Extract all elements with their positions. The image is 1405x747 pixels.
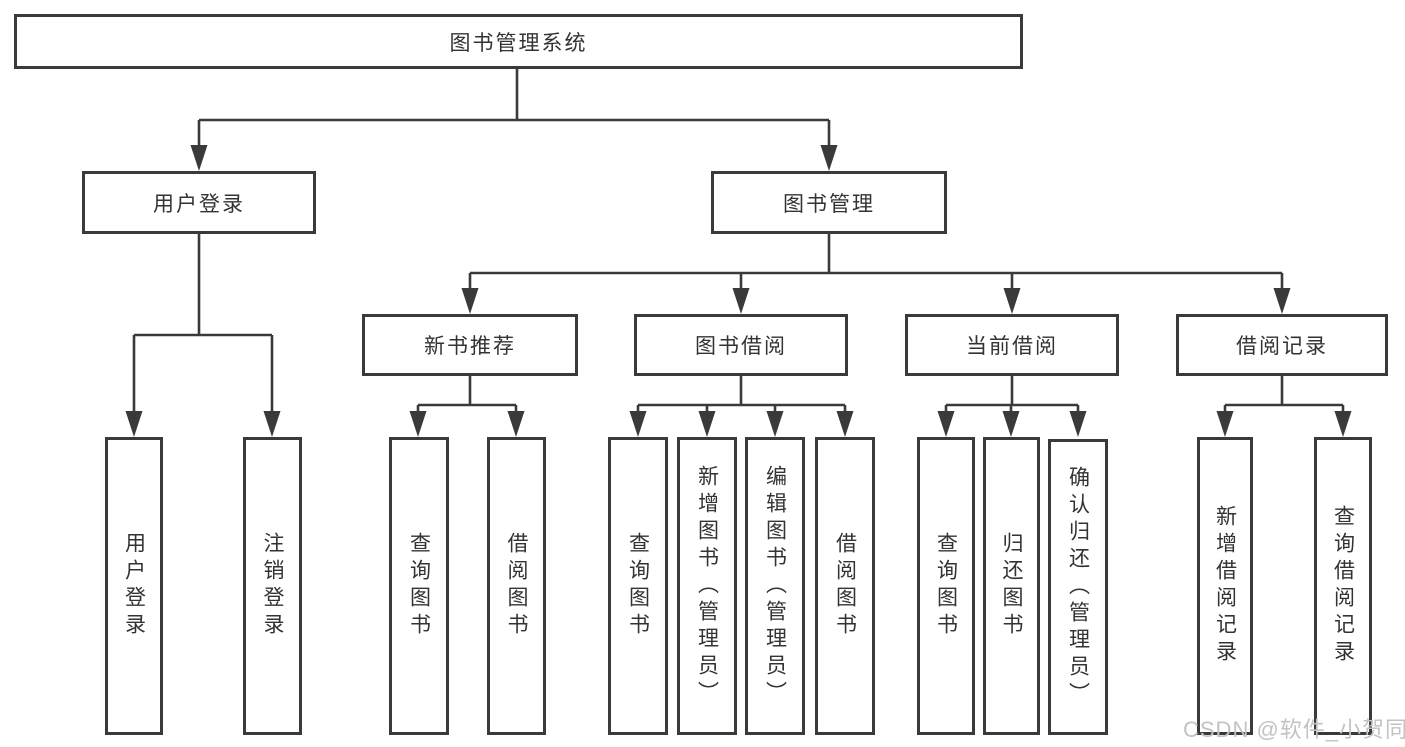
leaf-query-book-current: 查询图书 xyxy=(917,437,975,735)
node-current-borrowing: 当前借阅 xyxy=(905,314,1119,376)
node-book-borrowing: 图书借阅 xyxy=(634,314,848,376)
leaf-query-borrow-record: 查询借阅记录 xyxy=(1314,437,1372,735)
node-book-management: 图书管理 xyxy=(711,171,947,234)
leaf-logout: 注销登录 xyxy=(243,437,302,735)
node-user-login: 用户登录 xyxy=(82,171,316,234)
leaf-user-login: 用户登录 xyxy=(105,437,163,735)
leaf-borrow-book-recommend: 借阅图书 xyxy=(487,437,546,735)
node-library-management-system: 图书管理系统 xyxy=(14,14,1023,69)
csdn-watermark: CSDN @软件_小贺同学 xyxy=(1183,717,1405,742)
leaf-query-book-recommend: 查询图书 xyxy=(389,437,449,735)
leaf-return-book: 归还图书 xyxy=(983,437,1040,735)
node-new-book-recommendation: 新书推荐 xyxy=(362,314,578,376)
node-borrowing-records: 借阅记录 xyxy=(1176,314,1388,376)
leaf-add-book-admin: 新增图书（管理员） xyxy=(677,437,737,735)
leaf-confirm-return-admin: 确认归还（管理员） xyxy=(1048,439,1108,735)
leaf-query-book-borrowing: 查询图书 xyxy=(608,437,668,735)
leaf-edit-book-admin: 编辑图书（管理员） xyxy=(745,437,805,735)
leaf-borrow-book-borrowing: 借阅图书 xyxy=(815,437,875,735)
leaf-add-borrow-record: 新增借阅记录 xyxy=(1197,437,1253,735)
